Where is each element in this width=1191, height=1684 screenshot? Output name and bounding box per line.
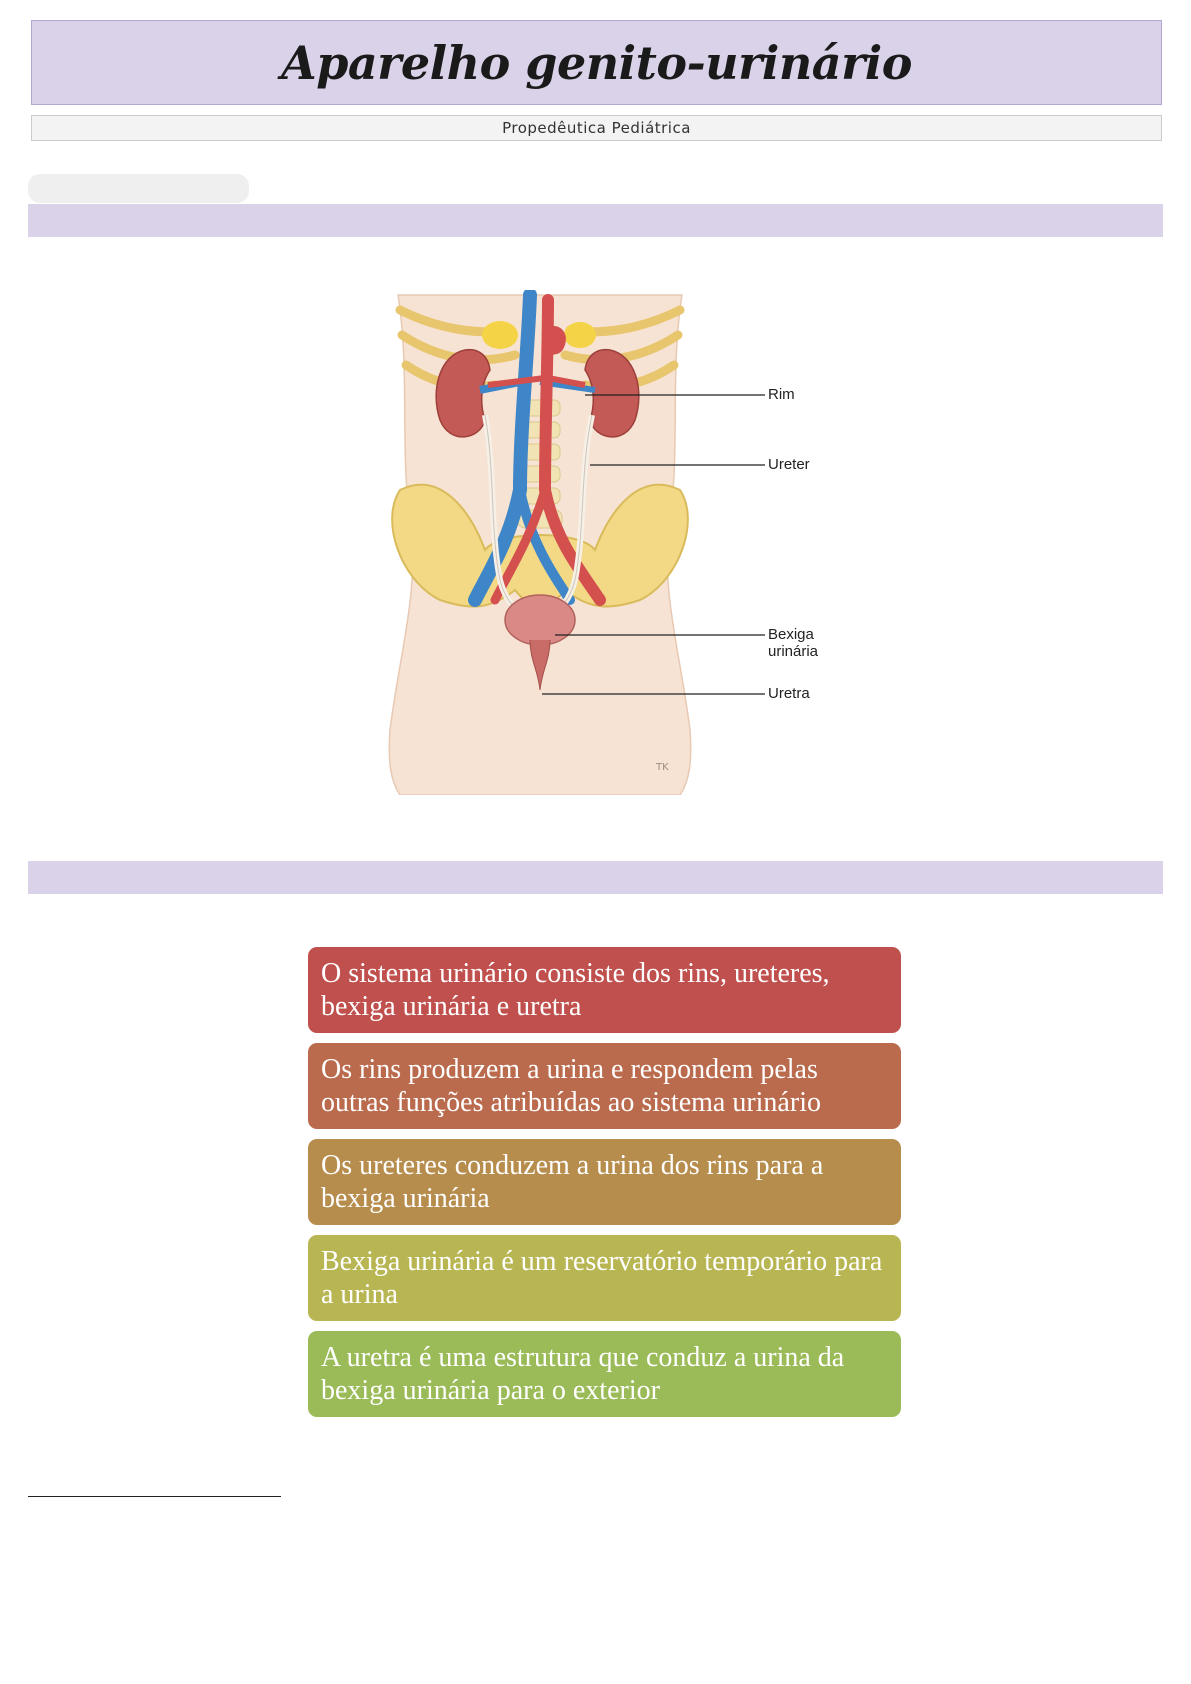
summary-box: Os ureteres conduzem a urina dos rins pa… xyxy=(308,1139,901,1225)
footnote-divider xyxy=(28,1496,281,1497)
summary-box: Os rins produzem a urina e respondem pel… xyxy=(308,1043,901,1129)
page-subtitle: Propedêutica Pediátrica xyxy=(502,119,691,137)
section-tag-placeholder xyxy=(28,174,249,203)
page-title: Aparelho genito-urinário xyxy=(281,35,912,90)
summary-box: Bexiga urinária é um reservatório tempor… xyxy=(308,1235,901,1321)
title-banner: Aparelho genito-urinário xyxy=(31,20,1162,105)
label-kidney: Rim xyxy=(768,386,795,403)
label-ureter: Ureter xyxy=(768,456,810,473)
section-bar-summary xyxy=(28,861,1163,894)
subtitle-banner: Propedêutica Pediátrica xyxy=(31,115,1162,141)
svg-text:TK: TK xyxy=(655,762,669,773)
anatomy-drawing: TK xyxy=(388,290,765,795)
section-bar-anatomy xyxy=(28,204,1163,237)
urinary-system-illustration: TK Rim Ureter Bexiga urinária Uretra xyxy=(380,290,880,795)
summary-box-list: O sistema urinário consiste dos rins, ur… xyxy=(308,947,901,1417)
summary-box: A uretra é uma estrutura que conduz a ur… xyxy=(308,1331,901,1417)
label-bladder: Bexiga urinária xyxy=(768,626,819,661)
summary-box: O sistema urinário consiste dos rins, ur… xyxy=(308,947,901,1033)
label-urethra: Uretra xyxy=(768,685,810,702)
